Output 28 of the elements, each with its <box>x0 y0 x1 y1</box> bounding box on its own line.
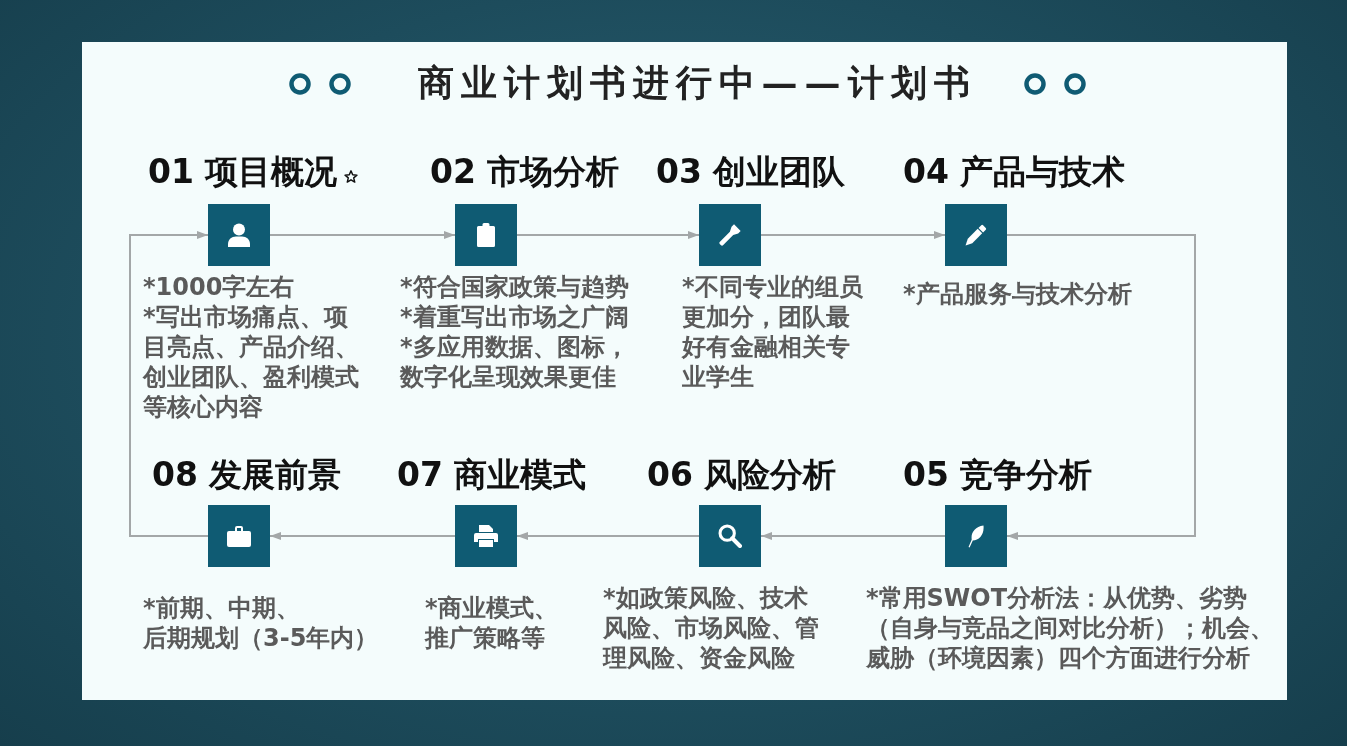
arrow <box>516 532 700 540</box>
arrow <box>269 231 456 239</box>
bullet-text: *常用SWOT分析法：从优势、劣势（自身与竞品之间对比分析）；机会、威胁（环境因素）四个方面进行分析 <box>866 583 1275 673</box>
arrow <box>269 532 456 540</box>
bullet-text: *商业模式、推广策略等 <box>425 593 559 653</box>
heading-text: 04 产品与技术 <box>903 152 1126 192</box>
heading-text: 08 发展前景 <box>152 455 342 495</box>
bullet-text: *前期、中期、后期规划（3-5年内） <box>143 593 380 653</box>
bullet-text: *不同专业的组员更加分，团队最好有金融相关专业学生 <box>682 272 864 392</box>
bullet-text: *符合国家政策与趋势 <box>400 272 630 302</box>
bullet-text: *1000字左右 <box>143 272 296 302</box>
arrow <box>760 231 946 239</box>
arrow <box>760 532 946 540</box>
arrow <box>516 231 700 239</box>
arrow <box>1006 234 1196 540</box>
heading-text: 06 风险分析 <box>647 455 837 495</box>
heading-text: 02 市场分析 <box>430 152 620 192</box>
bullet-text: *多应用数据、图标，数字化呈现效果更佳 <box>400 332 630 392</box>
heading-text: 05 竞争分析 <box>903 455 1093 495</box>
heading-text: 03 创业团队 <box>656 152 846 192</box>
bullet-text: *如政策风险、技术风险、市场风险、管理风险、资金风险 <box>603 583 820 673</box>
bullet-text: *产品服务与技术分析 <box>903 279 1133 309</box>
heading-text: 01 项目概况 <box>148 152 338 192</box>
title-text: 商业计划书进行中——计划书 <box>417 60 977 104</box>
arrow <box>129 231 209 537</box>
bullet-text: *着重写出市场之广阔 <box>400 302 630 332</box>
bullet-text: *写出市场痛点、项目亮点、产品介绍、创业团队、盈利模式等核心内容 <box>143 302 360 422</box>
heading-text: 07 商业模式 <box>397 455 587 495</box>
